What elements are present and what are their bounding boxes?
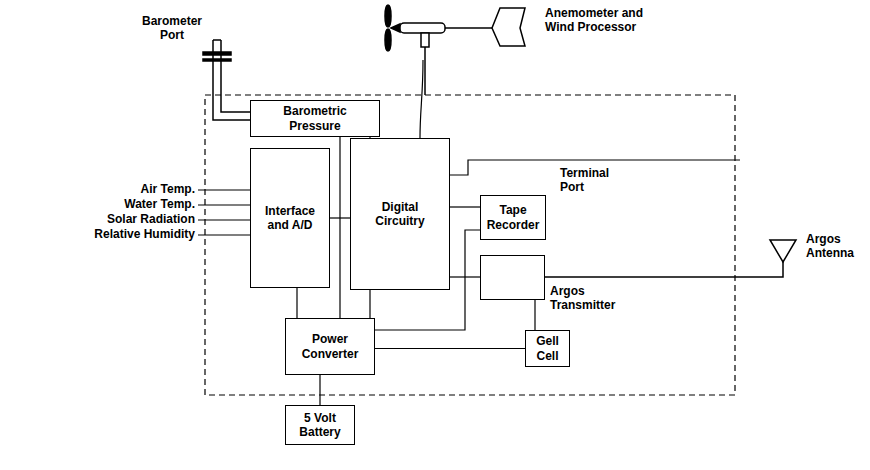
sensor-wire bbox=[198, 189, 250, 190]
sensor-wires bbox=[198, 190, 250, 235]
node-label: Power Converter bbox=[291, 332, 369, 361]
node-label: Interface and A/D bbox=[256, 204, 324, 233]
transmitter-box: Argos Transmitter bbox=[480, 255, 545, 300]
battery-box: 5 Volt Battery bbox=[285, 405, 355, 445]
signal-label: Water Temp. bbox=[60, 197, 195, 211]
sensor-wire bbox=[198, 204, 250, 205]
port-tube bbox=[213, 39, 221, 41]
antenna-feed bbox=[545, 262, 783, 277]
antenna-label: Argos Antenna bbox=[806, 232, 864, 261]
housing-outline bbox=[205, 95, 735, 395]
battery-cell-box: Gell Cell bbox=[525, 330, 570, 367]
antenna-symbol bbox=[770, 240, 796, 262]
anemometer-body bbox=[400, 23, 445, 33]
node-label: Digital Circuitry bbox=[356, 200, 444, 229]
port-label: Terminal Port bbox=[560, 166, 622, 195]
signal-label: Relative Humidity bbox=[60, 227, 195, 241]
anemometer-symbol bbox=[385, 5, 525, 138]
sensor-wire bbox=[198, 219, 250, 220]
wire-connector bbox=[375, 348, 525, 349]
mast-clamp bbox=[421, 33, 429, 47]
sensor-box: Barometric Pressure bbox=[250, 100, 380, 137]
signal-label: Air Temp. bbox=[60, 182, 195, 196]
tail-boom bbox=[445, 27, 492, 29]
wire-connector bbox=[319, 375, 320, 405]
propeller-blade bbox=[385, 29, 391, 51]
wire-connector bbox=[296, 288, 297, 318]
propeller-blade bbox=[385, 5, 391, 27]
processor-box: Digital Circuitry bbox=[350, 138, 450, 290]
wire-connector bbox=[369, 290, 370, 318]
wire-connector bbox=[339, 137, 340, 318]
port-plate bbox=[203, 59, 231, 61]
argos-antenna bbox=[545, 240, 796, 277]
tail-fin bbox=[492, 8, 525, 46]
recorder-box: Tape Recorder bbox=[480, 195, 546, 240]
mast bbox=[424, 47, 426, 95]
wind-cable bbox=[420, 60, 423, 138]
node-label: 5 Volt Battery bbox=[291, 411, 349, 440]
wire-connector bbox=[534, 300, 535, 330]
wire-connector bbox=[450, 206, 480, 207]
port-plate bbox=[203, 52, 231, 55]
port-label: Barometer Port bbox=[135, 14, 209, 43]
signal-label: Solar Radiation bbox=[60, 212, 195, 226]
node-label: Gell Cell bbox=[531, 334, 564, 363]
node-label: Argos Transmitter bbox=[550, 284, 622, 313]
propeller-hub bbox=[391, 24, 400, 32]
sensor-wire bbox=[198, 234, 250, 235]
node-label: Tape Recorder bbox=[486, 203, 540, 232]
port-tube bbox=[221, 40, 250, 112]
interface-box: Interface and A/D bbox=[250, 148, 330, 288]
node-label: Barometric Pressure bbox=[256, 104, 374, 133]
barometer-port bbox=[203, 40, 250, 120]
converter-box: Power Converter bbox=[285, 318, 375, 375]
instrument-label: Anemometer and Wind Processor bbox=[545, 6, 665, 35]
